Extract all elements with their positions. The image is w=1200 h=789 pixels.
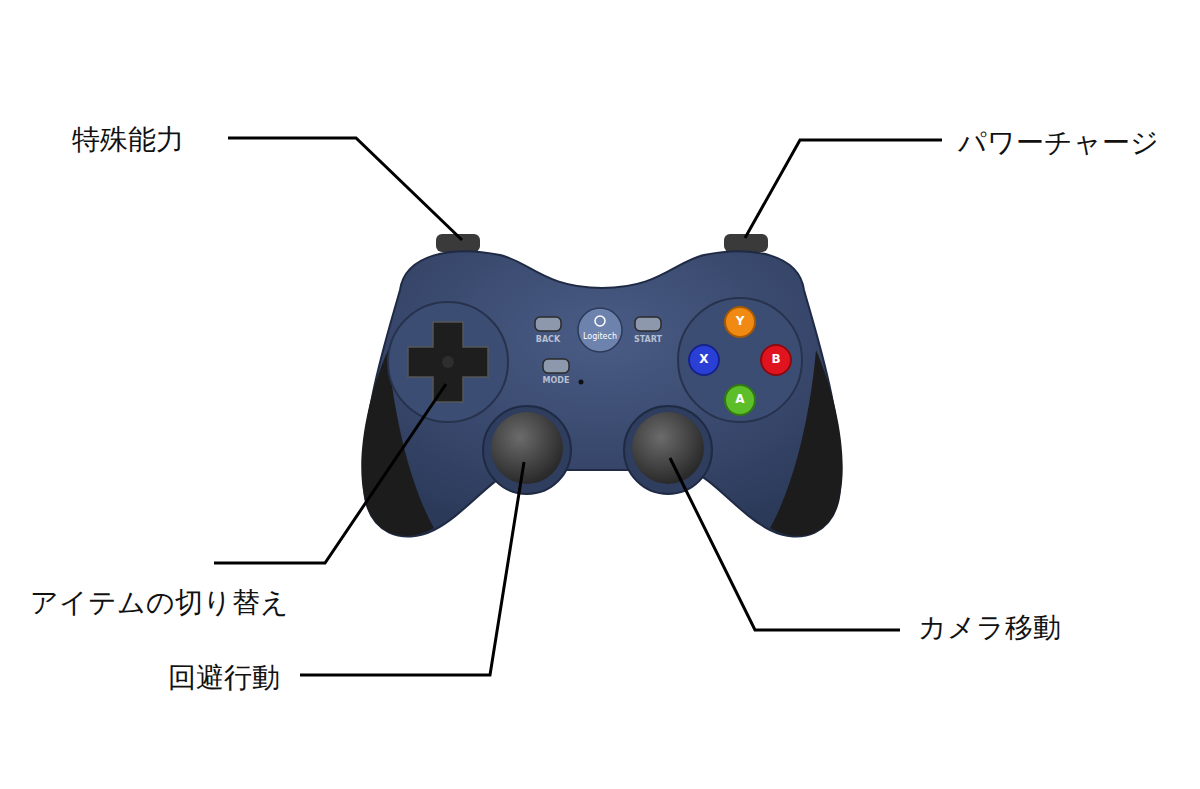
- logo-mark: [595, 316, 605, 326]
- back-button: [535, 317, 561, 331]
- face-button-ring: [678, 298, 802, 422]
- leader-line: [228, 138, 462, 240]
- left-stick-well: [483, 406, 571, 494]
- leader-line: [214, 384, 446, 563]
- a-button: [725, 385, 755, 415]
- left-stick: [491, 412, 563, 484]
- start-button: [635, 317, 661, 331]
- leader-line: [670, 458, 900, 630]
- mode-button: [543, 359, 569, 373]
- button-label: MODE: [543, 377, 570, 386]
- controller-body: [363, 251, 840, 536]
- dpad: [408, 322, 488, 402]
- button-letter: A: [735, 393, 744, 406]
- callout-label: パワーチャージ: [958, 128, 1159, 159]
- callout-label: 回避行動: [168, 663, 280, 694]
- leader-line: [745, 140, 942, 238]
- logo-text: Logitech: [583, 333, 617, 342]
- y-button: [725, 307, 755, 337]
- right-stick: [632, 412, 704, 484]
- button-label: BACK: [536, 336, 560, 345]
- callout-label: アイテムの切り替え: [30, 588, 289, 619]
- callout-label: カメラ移動: [918, 613, 1061, 644]
- callout-label: 特殊能力: [72, 125, 184, 156]
- button-letter: X: [699, 353, 708, 366]
- x-button: [689, 345, 719, 375]
- button-label: START: [634, 336, 662, 345]
- right-stick-well: [624, 406, 712, 494]
- b-button: [761, 345, 791, 375]
- logo-badge: [578, 308, 622, 352]
- button-letter: Y: [736, 315, 745, 328]
- dpad-ring: [388, 302, 508, 422]
- dpad-center: [442, 356, 454, 368]
- leader-line: [300, 462, 524, 675]
- button-letter: B: [771, 353, 780, 366]
- mode-led: [579, 380, 584, 385]
